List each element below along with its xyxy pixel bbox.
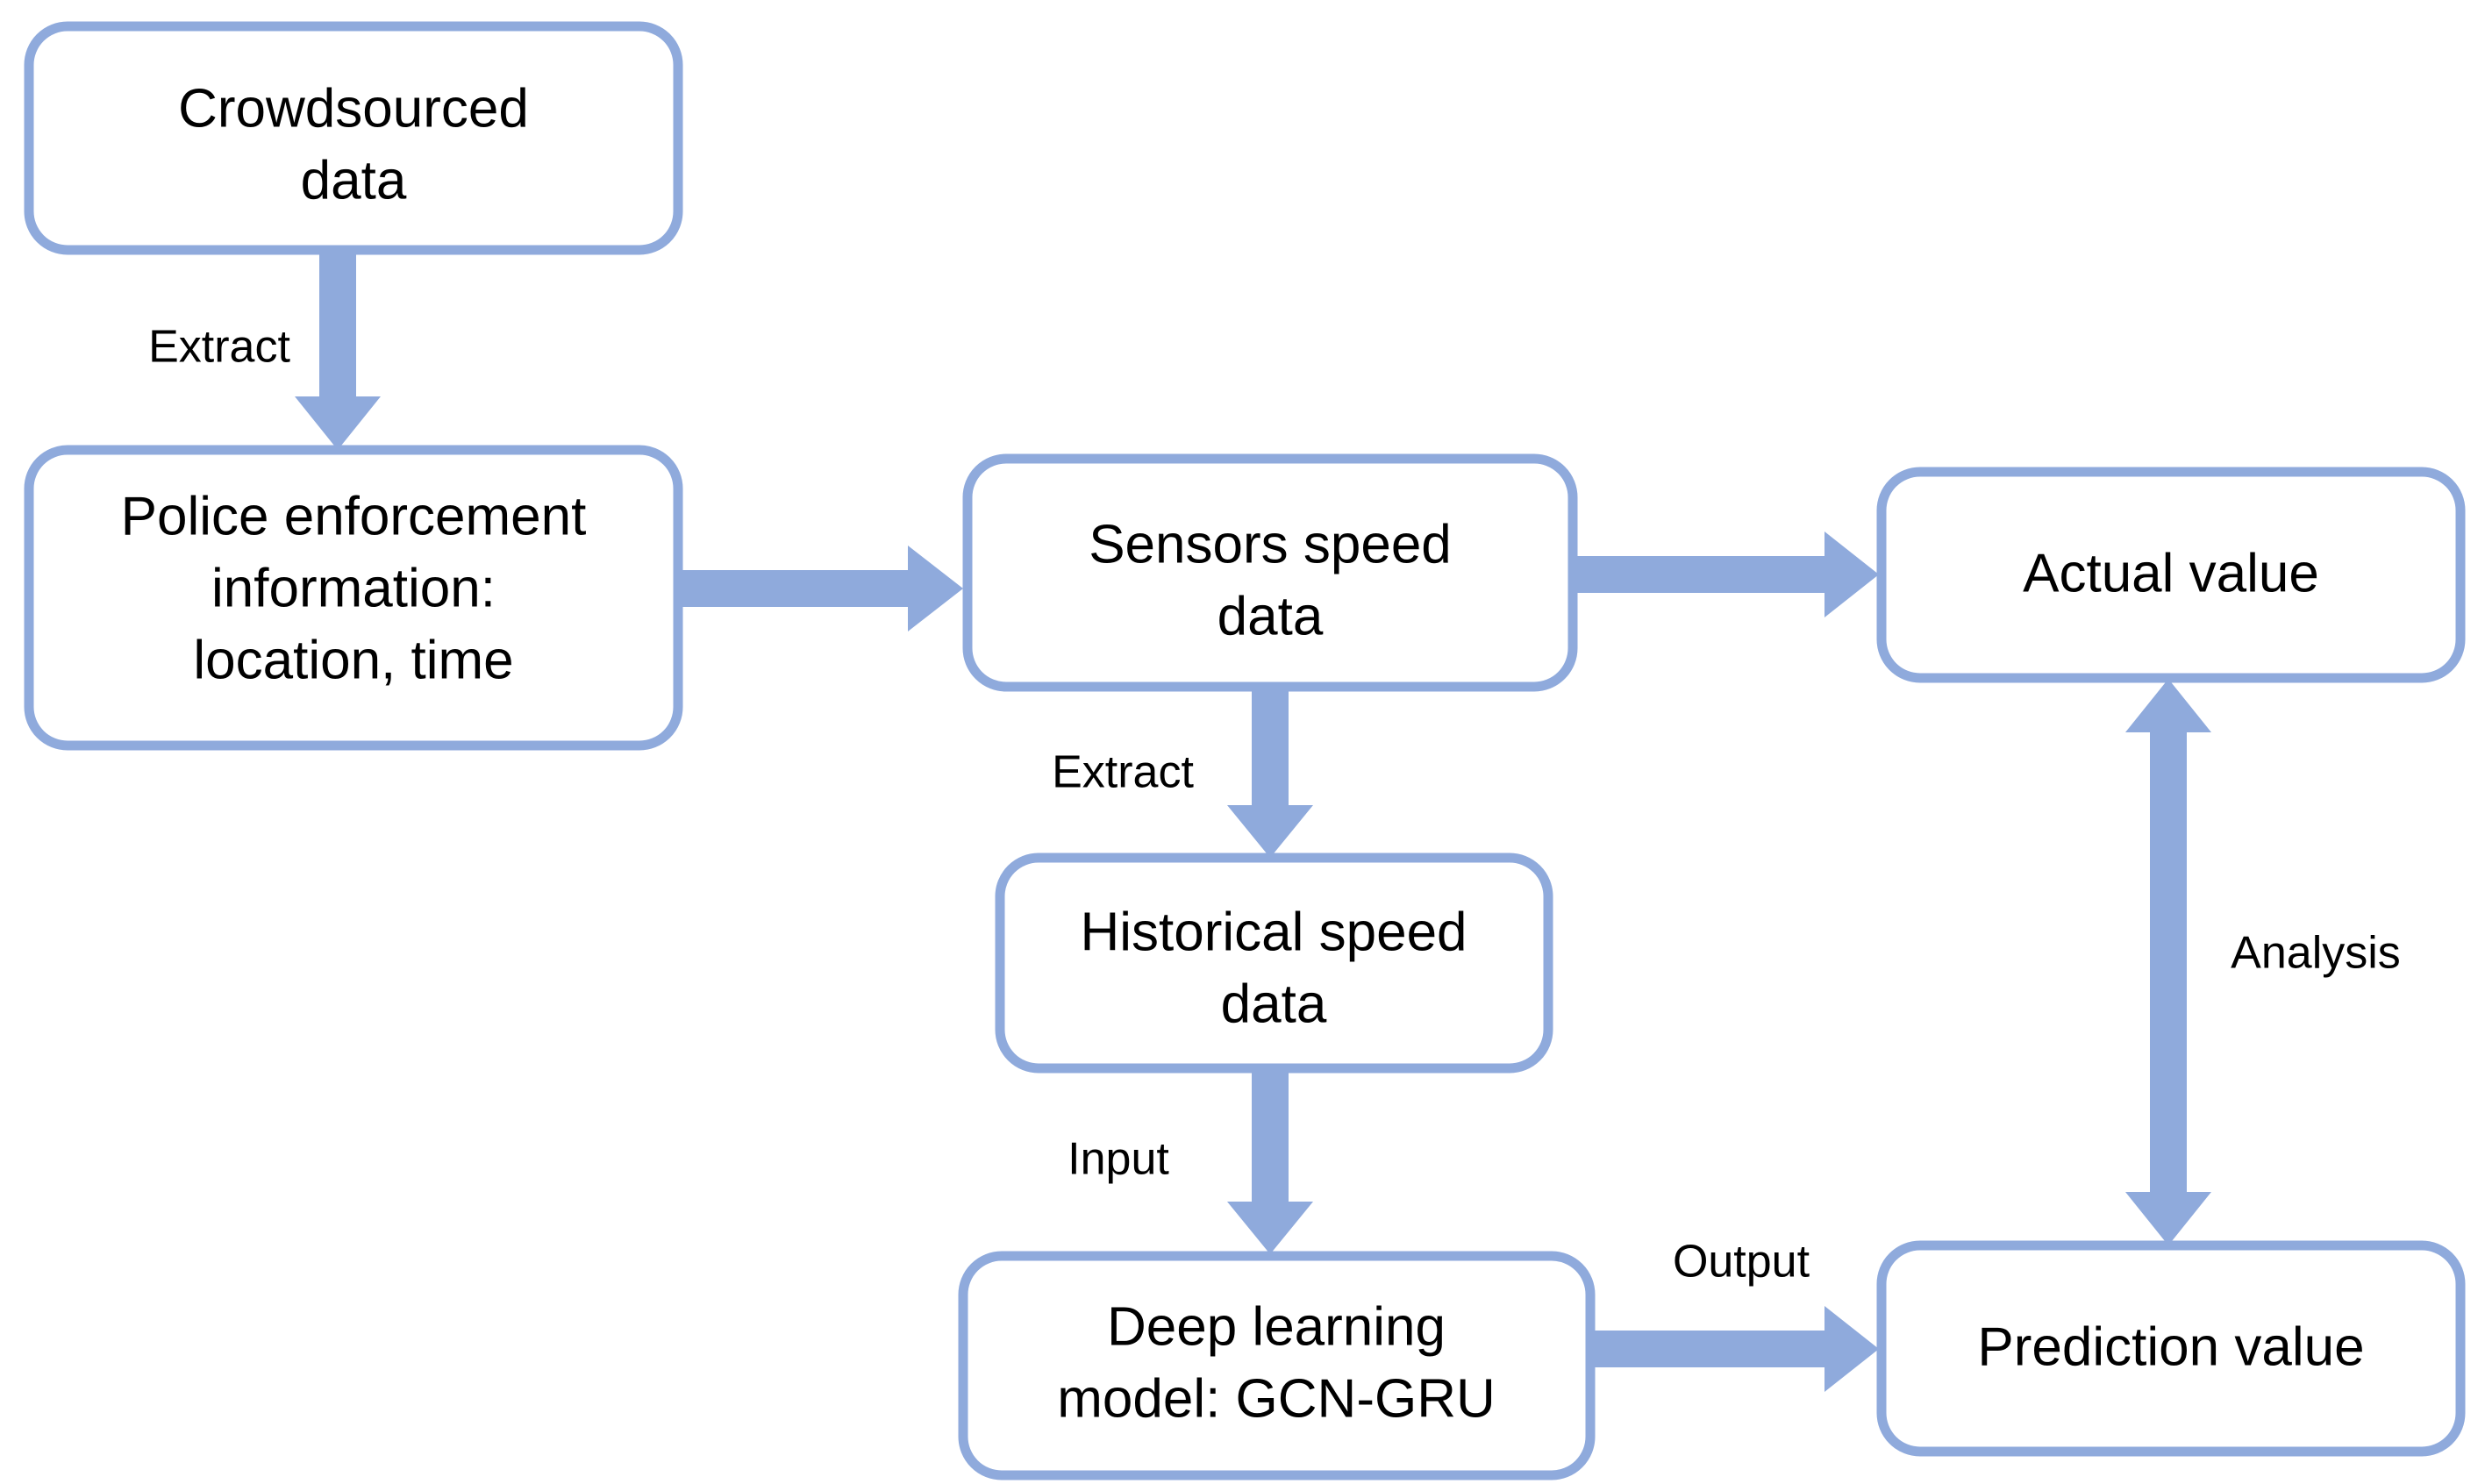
arrow-down-glyph — [1227, 1070, 1313, 1254]
sensors-speed-data-box[interactable] — [962, 453, 1578, 692]
sensors-speed-data-label-line2: data — [1218, 586, 1324, 646]
sensors-speed-data-node[interactable]: Sensors speed data — [962, 453, 1578, 692]
actual-value-label: Actual value — [2023, 543, 2319, 603]
edge-input-historical-to-model: Input — [1068, 1070, 1313, 1254]
police-enforcement-node[interactable]: Police enforcement information: location… — [24, 445, 683, 751]
edge-output-model-to-prediction: Output — [1595, 1237, 1879, 1392]
edge-extract-sensors-to-historical: Extract — [1052, 689, 1313, 858]
deep-learning-model-label-line2: model: GCN-GRU — [1057, 1368, 1496, 1429]
police-enforcement-label-line2: information: — [211, 558, 496, 618]
deep-learning-model-label-line1: Deep learning — [1107, 1296, 1446, 1357]
crowdsourced-data-label-line1: Crowdsourced — [178, 78, 529, 139]
edge-label-extract-1: Extract — [148, 322, 290, 373]
actual-value-box[interactable] — [1876, 467, 2466, 683]
edge-extract-crowdsourced-to-police: Extract — [148, 253, 381, 450]
arrow-double-vertical-glyph — [2125, 679, 2211, 1245]
arrow-down-glyph — [295, 253, 381, 450]
arrow-right-glyph — [1595, 1306, 1879, 1392]
police-enforcement-label-line3: location, time — [193, 630, 513, 690]
historical-speed-data-label-line1: Historical speed — [1080, 902, 1467, 962]
historical-speed-data-node[interactable]: Historical speed data — [995, 853, 1553, 1074]
crowdsourced-data-node[interactable]: Crowdsourced data — [24, 21, 683, 255]
crowdsourced-data-label-line2: data — [301, 150, 407, 210]
police-enforcement-box[interactable] — [24, 445, 683, 751]
edge-label-analysis: Analysis — [2231, 928, 2401, 979]
actual-value-node[interactable]: Actual value — [1876, 467, 2466, 683]
edge-label-output: Output — [1673, 1237, 1810, 1288]
prediction-value-box[interactable] — [1876, 1240, 2466, 1457]
historical-speed-data-box[interactable] — [995, 853, 1553, 1074]
historical-speed-data-label-line2: data — [1221, 974, 1327, 1034]
deep-learning-model-box[interactable] — [958, 1251, 1596, 1480]
edge-analysis-prediction-to-actual: Analysis — [2125, 679, 2401, 1245]
arrow-right-glyph — [1577, 532, 1879, 617]
sensors-speed-data-label-line1: Sensors speed — [1089, 514, 1452, 574]
edge-sensors-to-actual — [1577, 532, 1879, 617]
edge-label-extract-2: Extract — [1052, 747, 1194, 798]
prediction-value-label: Prediction value — [1977, 1316, 2364, 1377]
police-enforcement-label-line1: Police enforcement — [121, 486, 587, 546]
edge-police-to-sensors — [682, 546, 963, 631]
arrow-right-glyph — [682, 546, 963, 631]
edge-label-input: Input — [1068, 1134, 1169, 1185]
deep-learning-model-node[interactable]: Deep learning model: GCN-GRU — [958, 1251, 1596, 1480]
prediction-value-node[interactable]: Prediction value — [1876, 1240, 2466, 1457]
crowdsourced-data-box[interactable] — [24, 21, 683, 255]
arrow-down-glyph — [1227, 689, 1313, 858]
